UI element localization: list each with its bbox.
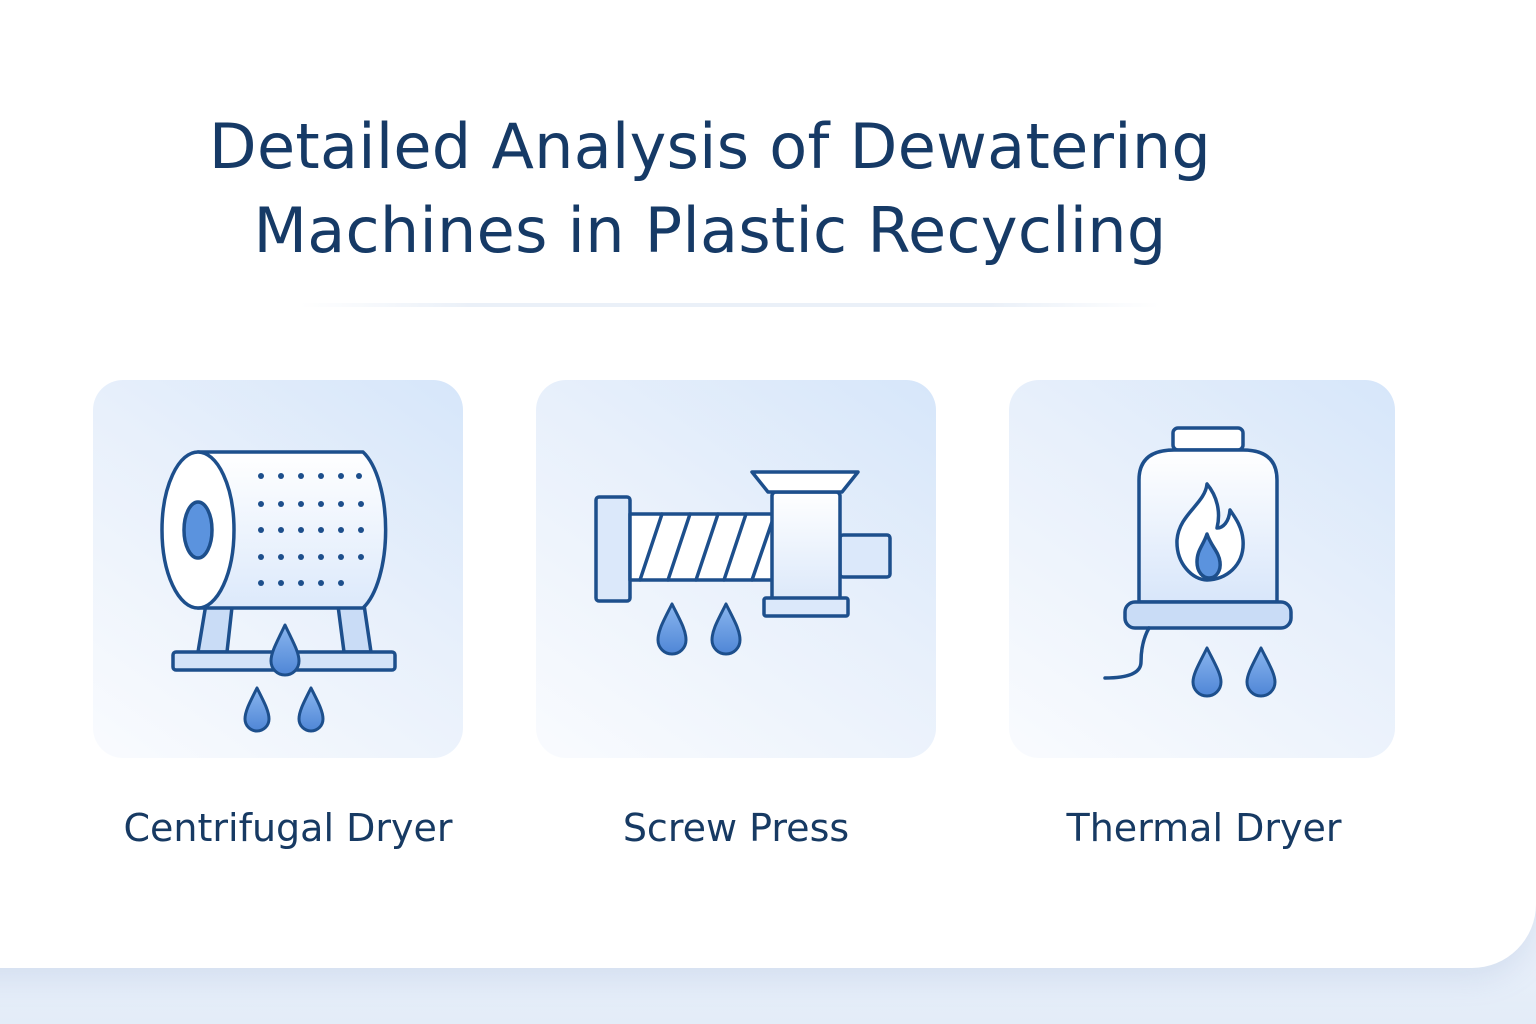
machine-card-centrifugal-dryer xyxy=(93,380,463,758)
label-screw-press: Screw Press xyxy=(622,806,850,850)
machine-card-thermal-dryer xyxy=(1009,380,1395,758)
screw-press-icon xyxy=(594,470,892,656)
flame-icon xyxy=(1175,482,1245,582)
centrifugal-dryer-icon xyxy=(160,450,397,733)
thermal-dryer-icon xyxy=(1103,426,1293,698)
title-divider xyxy=(300,303,1160,307)
title-line-2: Machines in Plastic Recycling xyxy=(253,194,1167,267)
page-title: Detailed Analysis of Dewatering Machines… xyxy=(130,105,1290,273)
label-thermal-dryer: Thermal Dryer xyxy=(1066,806,1342,850)
machine-card-screw-press xyxy=(536,380,936,758)
title-line-1: Detailed Analysis of Dewatering xyxy=(208,110,1212,183)
label-centrifugal-dryer: Centrifugal Dryer xyxy=(123,806,453,850)
